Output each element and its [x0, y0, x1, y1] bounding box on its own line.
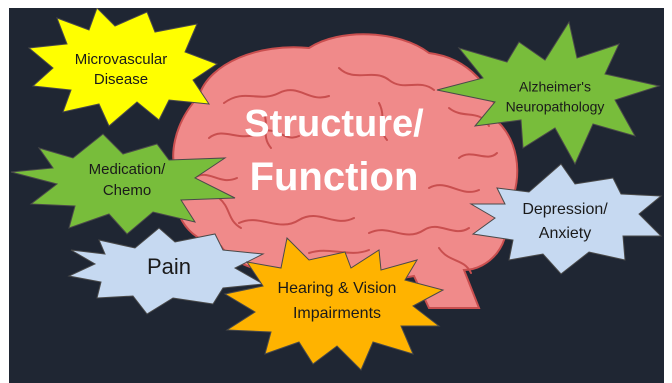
- medication-label-line2: Chemo: [103, 182, 151, 199]
- alzheimers-label-line1: Alzheimer's: [519, 79, 591, 95]
- center-title-line2: Function: [250, 155, 419, 199]
- microvascular-label-line1: Microvascular: [75, 51, 168, 68]
- slide-background: Structure/ Function Microvascular Diseas…: [9, 8, 664, 383]
- alzheimers-label-line2: Neuropathology: [506, 99, 605, 115]
- depression-label-line1: Depression/: [522, 201, 608, 218]
- microvascular-label-line2: Disease: [94, 71, 148, 88]
- diagram-svg: Structure/ Function Microvascular Diseas…: [9, 8, 664, 383]
- center-title-line1: Structure/: [244, 103, 424, 145]
- medication-label-line1: Medication/: [89, 161, 167, 178]
- hearing-label-line2: Impairments: [293, 305, 381, 322]
- hearing-label-line1: Hearing & Vision: [278, 280, 397, 297]
- pain-label: Pain: [147, 254, 191, 279]
- depression-label-line2: Anxiety: [539, 225, 591, 242]
